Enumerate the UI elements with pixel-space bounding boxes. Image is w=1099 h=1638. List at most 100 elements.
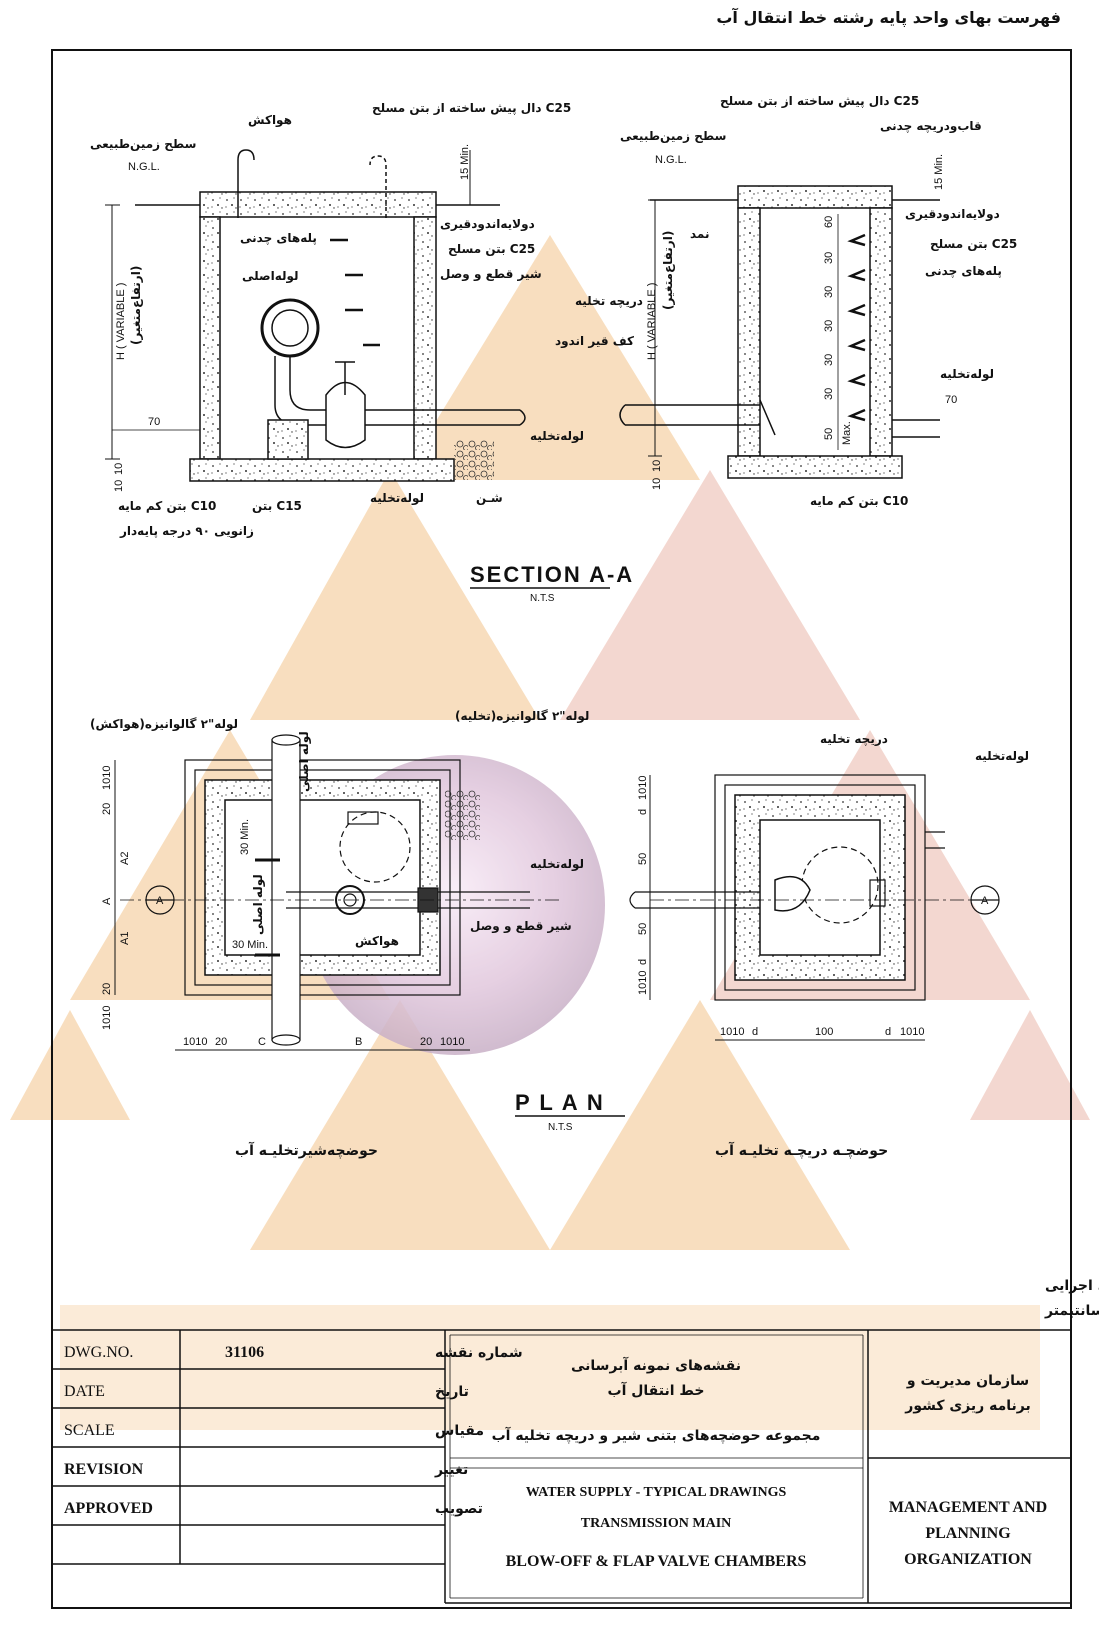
- label-air-vent: هواکش: [248, 113, 292, 128]
- label-main-pipe: لوله‌اصلی: [242, 269, 299, 284]
- plan-left-chamber: [114, 734, 560, 1051]
- label-flap-valve: دریچه تخلیه: [575, 294, 643, 308]
- title-block-text: DWG.NO. DATE SCALE REVISION APPROVED شما…: [64, 1344, 1047, 1570]
- label-natural-ground-r: سطح زمین‌طبیعی: [620, 129, 726, 143]
- dim-spacing: 50: [823, 428, 835, 440]
- label-tar-floor: کف قیر اندود: [555, 334, 634, 349]
- label-height-variable: H ( VARIABLE ): [115, 283, 127, 360]
- dim-70-r: 70: [945, 394, 957, 406]
- label-lean-concrete-r: بتن کم مایه C10: [810, 494, 908, 508]
- label-cast-iron-steps: پله‌های چدنی: [240, 231, 317, 245]
- label-reinforced-concrete-r: بتن مسلح C25: [930, 237, 1017, 251]
- dim-plan-r-h-100: 100: [815, 1026, 833, 1038]
- dim-plan-h-1010-a: 1010: [183, 1036, 207, 1048]
- section-left-chamber: [105, 149, 526, 482]
- tb-en-title-3: BLOW-OFF & FLAP VALVE CHAMBERS: [506, 1553, 807, 1570]
- dim-10-b: 10: [113, 480, 125, 492]
- tb-en-title-2: TRANSMISSION MAIN: [581, 1516, 732, 1531]
- tb-scale-label: SCALE: [64, 1422, 115, 1439]
- label-c15-concrete: بتن C15: [252, 499, 302, 513]
- section-left-labels: هواکش دال پیش ساخته از بتن مسلح C25 سطح …: [90, 101, 634, 539]
- section-marker-left: A: [156, 895, 164, 907]
- dim-plan-h-20-b: 20: [420, 1036, 432, 1048]
- dim-plan-r-h-d2: d: [885, 1026, 891, 1038]
- tb-revision-label: REVISION: [64, 1461, 144, 1478]
- label-reinforced-concrete: بتن مسلح C25: [448, 242, 535, 256]
- label-15-min: 15 Min.: [459, 144, 471, 180]
- label-drain-pipe-plan-r: لوله‌تخلیه: [975, 749, 1029, 764]
- title-block: [52, 1329, 1071, 1604]
- label-flap-valve-plan: دریچه تخلیه: [820, 732, 888, 746]
- tb-org-fa-2: برنامه ریزی کشور: [904, 1398, 1030, 1414]
- dim-plan-r-50-b: 50: [637, 923, 649, 935]
- dim-plan-h-20-a: 20: [215, 1036, 227, 1048]
- label-drain-pipe-b: لوله‌تخلیه: [370, 491, 424, 506]
- label-bitumen-coat: دولایه‌اندودقیری: [440, 217, 535, 232]
- dim-plan-a1: A1: [119, 932, 131, 945]
- dim-plan-r-h-d1: d: [752, 1026, 758, 1038]
- dim-plan-r-50-a: 50: [637, 853, 649, 865]
- label-ngl-r: N.G.L.: [655, 154, 687, 166]
- label-main-line: لوله اصلی: [251, 874, 266, 935]
- tb-date-label: DATE: [64, 1383, 105, 1400]
- plan-title: P L A N: [515, 1090, 605, 1115]
- dim-10-r-a: 10: [651, 460, 663, 472]
- label-gravel: شـن: [476, 491, 503, 505]
- label-drain-pipe-plan: لوله‌تخلیه: [530, 857, 584, 872]
- dim-spacing: 60: [823, 216, 835, 228]
- label-drain-pipe-a: لوله‌تخلیه: [530, 429, 584, 444]
- label-drain-pipe-r: لوله‌تخلیه: [940, 367, 994, 382]
- dim-plan-r-d2: d: [637, 959, 649, 965]
- outer-frame: [51, 49, 1072, 1609]
- dim-plan-v-1010-bottom: 1010: [101, 1006, 113, 1030]
- label-ngl: N.G.L.: [128, 161, 160, 173]
- dim-spacing: 30: [823, 320, 835, 332]
- dim-plan-a2: A2: [119, 852, 131, 865]
- label-cast-iron-steps-r: پله‌های چدنی: [925, 264, 1002, 278]
- tb-fa-title-1: نقشه‌های نمونه آبرسانی: [571, 1356, 741, 1374]
- dim-plan-r-h-1010-b: 1010: [900, 1026, 924, 1038]
- label-vent-galv-pipe: لوله"۲ گالوانیزه(هواکش): [90, 717, 238, 732]
- label-natural-ground: سطح زمین‌طبیعی: [90, 137, 196, 151]
- section-right-labels: دال پیش ساخته از بتن مسلح C25 قاب‌و‌دریچ…: [575, 94, 1017, 508]
- label-air-vent-plan: هواکش: [355, 934, 399, 949]
- section-nts: N.T.S: [530, 593, 555, 604]
- tb-revision-fa: تغییر: [434, 1462, 468, 1478]
- dim-spacing: 30: [823, 286, 835, 298]
- dim-plan-r-d1: d: [637, 809, 649, 815]
- label-height-fa: (ارتفاع‌متغیر): [129, 266, 143, 345]
- label-felt: نمد: [690, 227, 709, 241]
- label-30-min-b: 30 Min.: [232, 939, 268, 951]
- dim-plan-c: C: [258, 1036, 266, 1048]
- tb-org-en-3: ORGANIZATION: [904, 1551, 1032, 1568]
- tb-org-en-2: PLANNING: [925, 1525, 1011, 1542]
- dim-spacing: 30: [823, 388, 835, 400]
- label-main-line-2: لوله اصلی: [297, 731, 312, 792]
- dim-plan-b: B: [355, 1036, 362, 1048]
- tb-fa-title-2: خط انتقال آب: [608, 1381, 705, 1399]
- note-dimensions-ref: اندازه های f,e,d,C,B,A بر اساس نقشه های …: [1045, 1278, 1099, 1294]
- label-max: Max.: [841, 421, 853, 445]
- label-precast-slab-r: دال پیش ساخته از بتن مسلح C25: [720, 94, 919, 108]
- tb-org-fa-1: سازمان مدیریت و: [906, 1373, 1029, 1389]
- tb-date-fa: تاریخ: [435, 1384, 469, 1400]
- tb-dwg-no-fa: شماره نقشه: [435, 1345, 523, 1361]
- caption-flap-chamber: حوضچـه دریچـه تخلیـه آب: [715, 1141, 888, 1159]
- tb-approved-label: APPROVED: [64, 1500, 153, 1517]
- tb-dwg-no-label: DWG.NO.: [64, 1344, 133, 1361]
- dim-plan-a: A: [101, 897, 113, 905]
- label-gate-valve-plan: شیر قطع و وصل: [470, 919, 572, 934]
- page-header: فهرست بهای واحد پایه رشته خط انتقال آب: [716, 8, 1061, 27]
- dim-plan-v-20-b: 20: [101, 983, 113, 995]
- dim-10-r-b: 10: [651, 478, 663, 490]
- label-precast-slab: دال پیش ساخته از بتن مسلح C25: [372, 101, 571, 115]
- section-marker-right: A: [981, 895, 989, 907]
- dim-10-a: 10: [113, 463, 125, 475]
- note-units-cm: کلیه اندازه های نقشه ها به سانتیمتر: [1044, 1303, 1099, 1319]
- tb-approved-fa: تصویب: [435, 1501, 483, 1517]
- plan-nts: N.T.S: [548, 1122, 573, 1133]
- dim-plan-h-1010-b: 1010: [440, 1036, 464, 1048]
- label-15-min-r: 15 Min.: [933, 154, 945, 190]
- tb-scale-fa: مقیاس: [435, 1423, 484, 1439]
